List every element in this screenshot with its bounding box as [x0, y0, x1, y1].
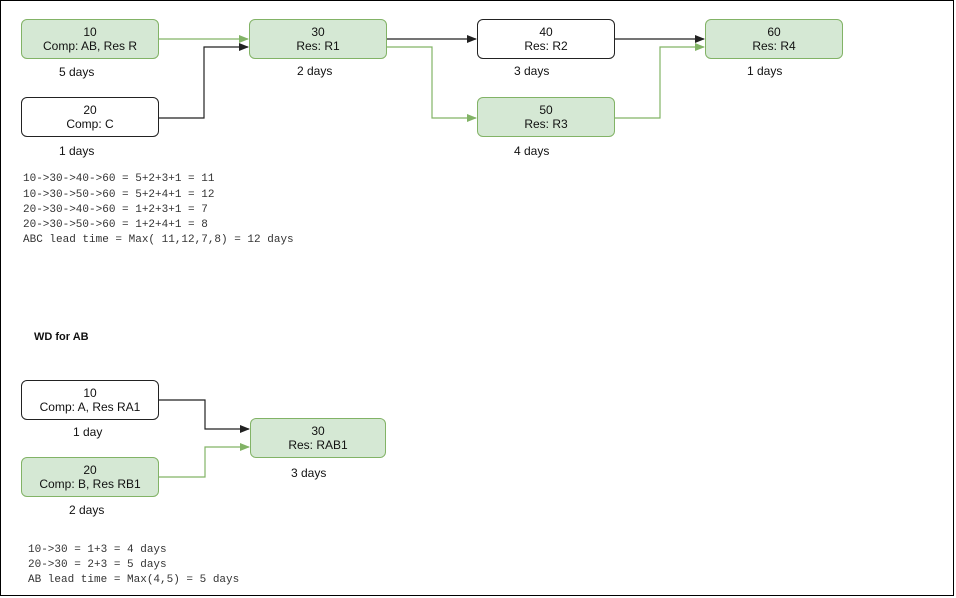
edge-50-to-60 — [615, 43, 705, 119]
node-ab-20: 20 Comp: B, Res RB1 — [21, 457, 159, 497]
node-label: Res: RAB1 — [288, 438, 348, 452]
node-label: Res: R4 — [752, 39, 796, 53]
duration-label: 1 days — [747, 64, 783, 78]
node-label: Res: R3 — [524, 117, 568, 131]
duration-label: 2 days — [297, 64, 333, 78]
node-label: Comp: A, Res RA1 — [39, 400, 141, 414]
node-id: 10 — [83, 386, 97, 400]
duration-label: 1 days — [59, 144, 95, 158]
section-heading: WD for AB — [34, 331, 89, 343]
calc-line: 10->30->40->60 = 5+2+3+1 = 11 — [23, 173, 215, 185]
calc-line: 20->30->50->60 = 1+2+4+1 = 8 — [23, 219, 208, 231]
node-id: 20 — [83, 103, 97, 117]
node-id: 30 — [311, 25, 325, 39]
duration-label: 1 day — [73, 425, 103, 439]
calc-line: 10->30 = 1+3 = 4 days — [28, 544, 167, 556]
node-id: 40 — [539, 25, 553, 39]
node-label: Comp: AB, Res R — [42, 39, 138, 53]
node-60: 60 Res: R4 — [705, 19, 843, 59]
node-label: Res: R2 — [524, 39, 568, 53]
duration-label: 3 days — [291, 466, 327, 480]
node-30: 30 Res: R1 — [249, 19, 387, 59]
node-id: 50 — [539, 103, 553, 117]
duration-label: 3 days — [514, 64, 550, 78]
node-40: 40 Res: R2 — [477, 19, 615, 59]
node-id: 10 — [83, 25, 97, 39]
node-50: 50 Res: R3 — [477, 97, 615, 137]
node-id: 30 — [311, 424, 325, 438]
node-label: Res: R1 — [296, 39, 340, 53]
edge-ab-10-to-30 — [159, 399, 250, 433]
duration-label: 2 days — [69, 503, 105, 517]
calc-line: 20->30 = 2+3 = 5 days — [28, 559, 167, 571]
node-10: 10 Comp: AB, Res R — [21, 19, 159, 59]
node-ab-10: 10 Comp: A, Res RA1 — [21, 380, 159, 420]
calc-line: ABC lead time = Max( 11,12,7,8) = 12 day… — [23, 234, 294, 246]
node-label: Comp: B, Res RB1 — [39, 477, 141, 491]
edge-30-to-50 — [387, 46, 477, 122]
duration-label: 5 days — [59, 65, 95, 79]
node-20: 20 Comp: C — [21, 97, 159, 137]
node-id: 20 — [83, 463, 97, 477]
node-ab-30: 30 Res: RAB1 — [250, 418, 386, 458]
calc-line: 10->30->50->60 = 5+2+4+1 = 12 — [23, 189, 215, 201]
calc-line: AB lead time = Max(4,5) = 5 days — [28, 574, 240, 586]
duration-label: 4 days — [514, 144, 550, 158]
edge-ab-20-to-30 — [159, 443, 250, 478]
edge-20-to-30 — [159, 43, 249, 119]
node-label: Comp: C — [66, 117, 114, 131]
node-id: 60 — [767, 25, 781, 39]
calc-line: 20->30->40->60 = 1+2+3+1 = 7 — [23, 204, 208, 216]
